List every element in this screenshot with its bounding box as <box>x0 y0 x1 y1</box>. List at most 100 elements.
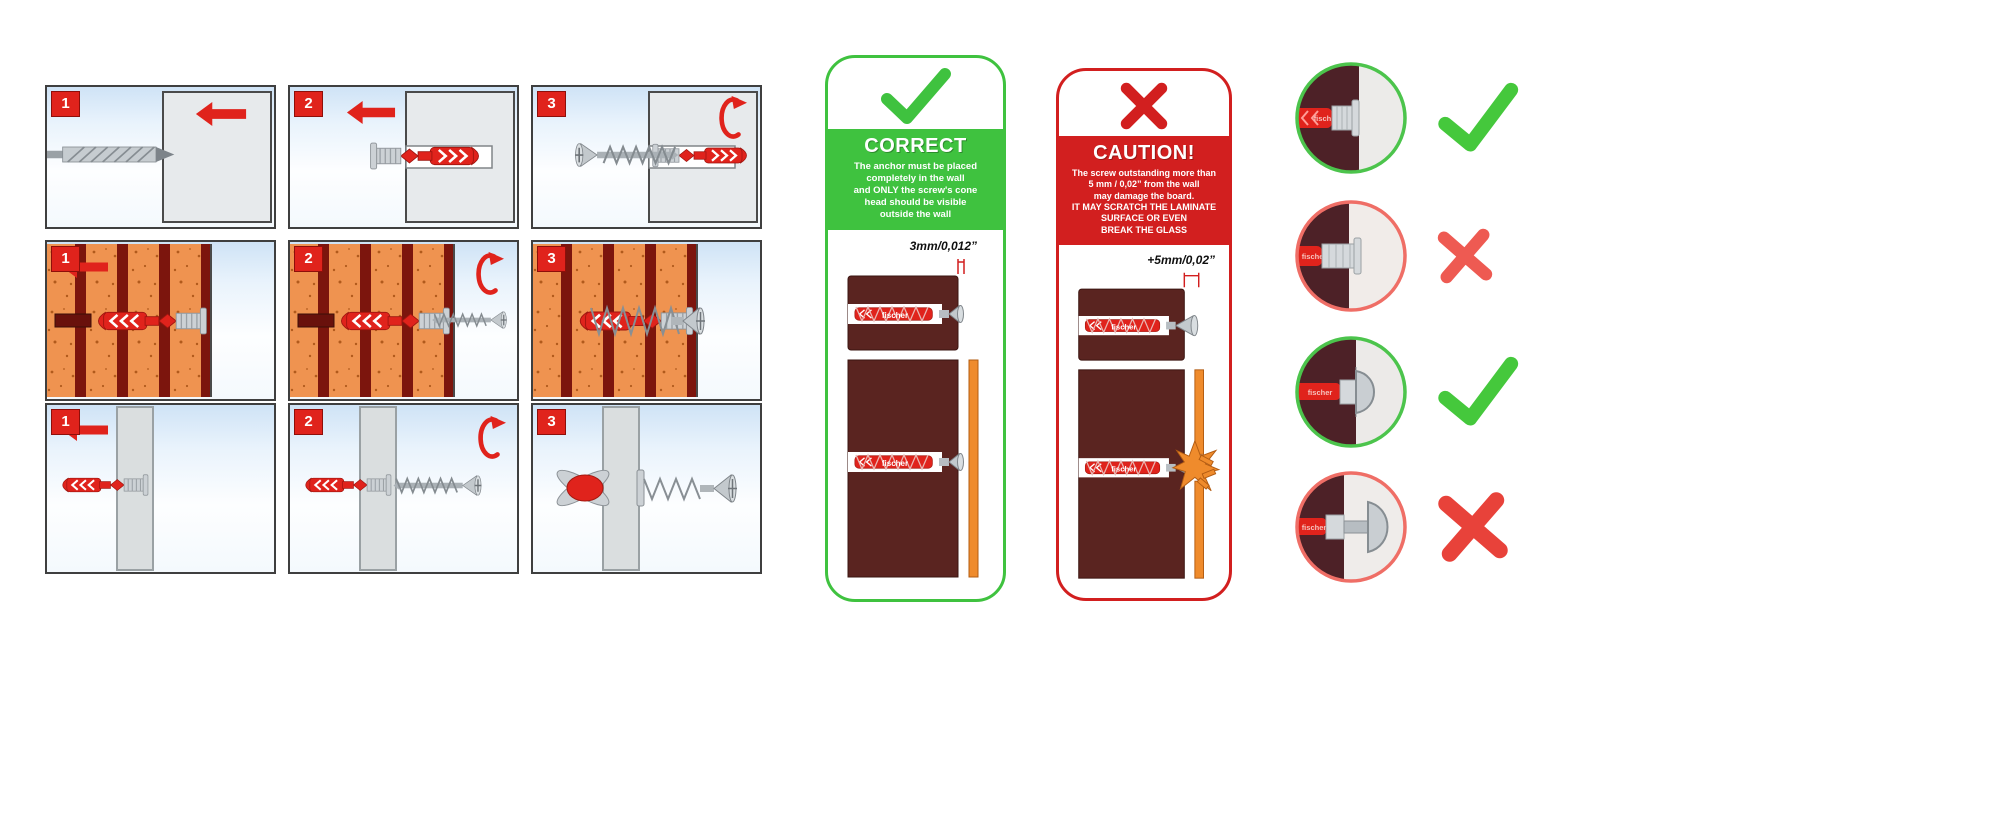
step-number-badge: 1 <box>51 91 80 117</box>
cross-icon <box>1118 80 1170 132</box>
step-number-badge: 1 <box>51 246 80 272</box>
sleeve-ribs <box>1328 244 1351 268</box>
check-icon <box>1434 355 1525 429</box>
wall-plug-body <box>1297 518 1326 535</box>
drill-bit <box>47 146 176 163</box>
step-number-badge: 3 <box>537 409 566 435</box>
brand-label: fischer <box>1111 465 1136 474</box>
screw-thread <box>854 305 929 323</box>
plasterboard <box>602 406 640 571</box>
step-panel-wall-drill: 1 <box>45 85 276 229</box>
brand-label: fischer <box>1302 252 1327 261</box>
panel-illustration <box>47 91 272 223</box>
panel-illustration <box>290 244 508 397</box>
check-icon <box>1434 81 1525 155</box>
screw-shank <box>1166 463 1176 472</box>
screw <box>590 304 705 338</box>
panel-illustration <box>61 406 154 571</box>
result-row-screwhead-flush: fischer <box>1292 333 1522 451</box>
panel-illustration <box>346 91 515 223</box>
anchor-knot <box>556 469 610 507</box>
cross-icon <box>1434 225 1496 287</box>
screw <box>392 474 483 497</box>
circle-border <box>1295 62 1407 174</box>
step-panel-board-drive-screw: 2 <box>288 403 519 574</box>
rotation-arrow-icon <box>481 416 506 457</box>
detail-circle-screwhead-flush: fischer <box>1295 336 1407 448</box>
check-icon <box>879 67 953 125</box>
panel-illustration <box>533 244 705 397</box>
panel-illustration <box>556 406 737 571</box>
laminate-panel-lower <box>1194 480 1204 579</box>
laminate-debris <box>1196 477 1210 490</box>
circle-border <box>1295 200 1407 312</box>
plug-chevrons <box>1300 110 1319 126</box>
screw-head-dome <box>1355 369 1375 415</box>
dimension-bracket <box>956 258 965 274</box>
result-row-anchor-protruding: fischer <box>1292 197 1494 315</box>
plug-flange <box>1351 99 1360 137</box>
step-panel-brick-insert-anchor: 1 <box>45 240 276 401</box>
brand-label: fischer <box>881 459 907 468</box>
step-number-badge: 3 <box>537 91 566 117</box>
plug-sleeve <box>1325 514 1345 540</box>
cross-icon <box>1434 488 1513 567</box>
screw-shank <box>1166 321 1176 330</box>
correct-card-title: CORRECT <box>864 135 967 157</box>
panel-illustration <box>304 406 517 571</box>
drilled-hole <box>297 313 335 328</box>
step-panel-wall-insert-anchor: 2 <box>288 85 519 229</box>
laminate-panel-upper <box>1194 369 1204 455</box>
correct-card-header: CORRECT The anchor must be placed comple… <box>828 129 1003 230</box>
result-row-screwhead-protruding: fischer <box>1292 468 1510 586</box>
caution-card-body: The screw outstanding more than 5 mm / 0… <box>1071 168 1217 235</box>
step-number-badge: 3 <box>537 246 566 272</box>
correct-illustration-top: fischer <box>847 258 965 351</box>
step-panel-brick-anchor-expanded: 3 <box>531 240 762 401</box>
detail-circle-screwhead-protruding: fischer <box>1295 471 1407 583</box>
brand-label: fischer <box>1111 322 1136 331</box>
screw-shank <box>938 457 949 466</box>
caution-measurement-label: +5mm/0,02” <box>1147 252 1215 267</box>
dimension-bracket <box>1183 272 1200 288</box>
caution-card-title: CAUTION! <box>1093 142 1195 164</box>
screw-head-face <box>956 452 964 471</box>
laminate-panel <box>968 359 978 578</box>
screw-thread <box>1085 317 1157 334</box>
caution-illustration-top: fischer <box>1078 272 1200 361</box>
screw-head-face <box>956 304 964 323</box>
step-number-badge: 2 <box>294 409 323 435</box>
step-panel-board-insert-anchor: 1 <box>45 403 276 574</box>
step-number-badge: 2 <box>294 91 323 117</box>
brand-label: fischer <box>1308 388 1333 397</box>
step-panel-brick-drive-screw: 2 <box>288 240 519 401</box>
result-row-anchor-flush: fischer <box>1292 59 1522 177</box>
drilled-hole <box>54 313 92 328</box>
rotation-arrow-icon <box>479 252 504 293</box>
laminate-debris <box>1198 454 1214 467</box>
screw-head-face <box>1190 315 1199 337</box>
screw-shank-exposed <box>1343 520 1369 534</box>
detail-circle-anchor-flush: fischer <box>1295 62 1407 174</box>
brand-label: fischer <box>1314 114 1339 123</box>
plug-flange-protruding <box>1353 237 1362 275</box>
screw-thread <box>1085 459 1157 477</box>
step-number-badge: 1 <box>51 409 80 435</box>
anchor-flange <box>636 469 645 507</box>
screw-shank <box>938 309 949 318</box>
circle-border <box>1295 336 1407 448</box>
screw-head-dome-protruding <box>1367 500 1389 554</box>
correct-card: CORRECT The anchor must be placed comple… <box>825 55 1006 602</box>
plug-sleeve <box>1339 379 1357 405</box>
laminate-crack-burst <box>1171 439 1221 492</box>
caution-card-header: CAUTION! The screw outstanding more than… <box>1059 136 1229 245</box>
correct-card-body: The anchor must be placed completely in … <box>853 161 978 220</box>
screw <box>643 473 737 504</box>
sleeve-ribs <box>1336 106 1348 130</box>
step-panel-board-anchor-knotted: 3 <box>531 403 762 574</box>
wall-plug-body <box>1297 246 1322 266</box>
panel-illustration <box>574 91 758 223</box>
caution-card: CAUTION! The screw outstanding more than… <box>1056 68 1232 601</box>
screw-thread <box>854 453 929 471</box>
